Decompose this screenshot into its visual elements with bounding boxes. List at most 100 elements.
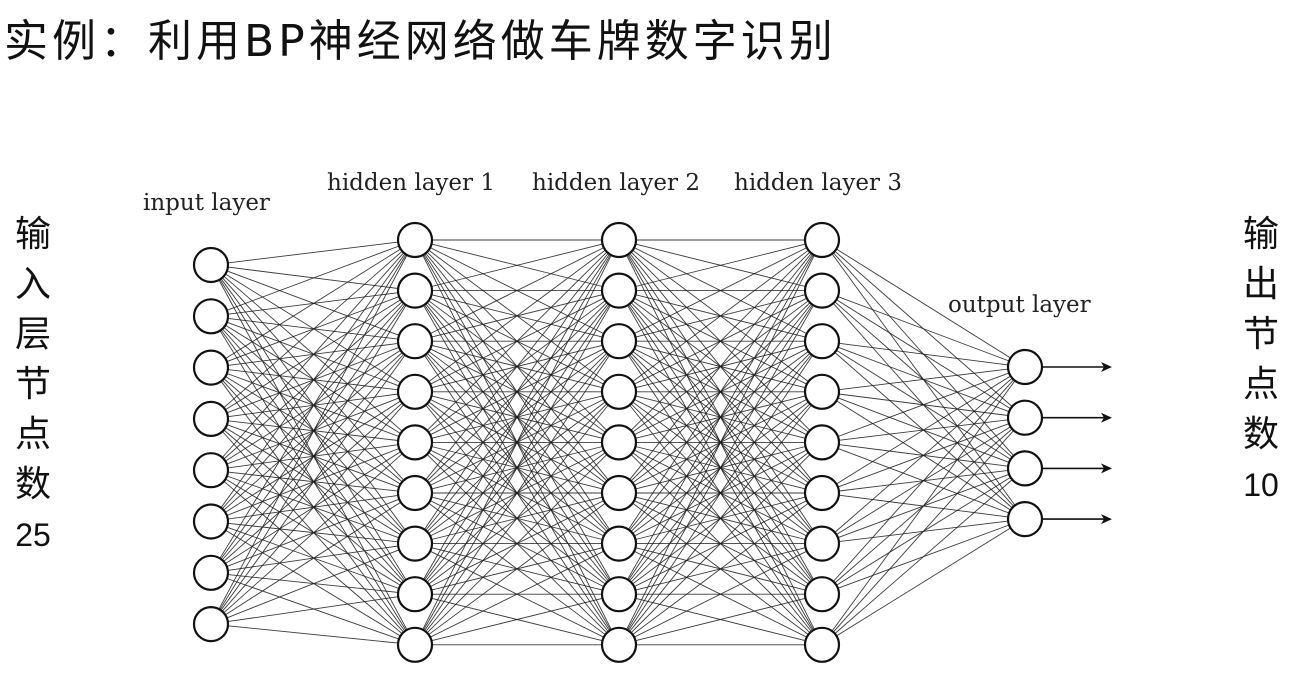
output-layer-label: output layer	[948, 292, 1091, 318]
connection-edge	[223, 453, 403, 614]
connection-edge	[838, 342, 1009, 366]
connection-edge	[627, 254, 814, 580]
output-arrow-head	[1101, 514, 1112, 525]
output-neuron	[1006, 348, 1044, 386]
output-node-count-label: 输 出 节 点 数 10	[1238, 210, 1284, 510]
hidden-neuron	[396, 373, 434, 410]
hidden-neuron	[803, 626, 841, 663]
connection-edge	[633, 550, 808, 638]
input-label-char: 数	[14, 464, 51, 505]
output-label-char: 输	[1242, 214, 1279, 255]
layer-labels: input layer hidden layer 1 hidden layer …	[143, 170, 1091, 318]
hidden-neuron	[396, 272, 434, 309]
connection-edge	[838, 368, 1009, 391]
input-layer-label: input layer	[143, 190, 270, 216]
hidden-neuron	[396, 474, 434, 512]
connection-edge	[632, 502, 809, 635]
connection-edge	[627, 305, 814, 631]
input-neuron	[192, 554, 230, 591]
connection-edge	[430, 247, 604, 335]
input-label-char: 入	[14, 264, 51, 305]
connection-edge	[633, 247, 808, 335]
connection-edge	[423, 305, 611, 631]
connection-edge	[428, 502, 606, 636]
connection-edge	[225, 248, 401, 359]
connection-edge	[227, 625, 399, 644]
connection-edge	[424, 253, 610, 530]
connection-edge	[221, 404, 405, 612]
output-neuron	[1006, 500, 1044, 538]
connection-edge	[431, 597, 603, 642]
connection-edge	[834, 377, 1013, 533]
connection-edge	[226, 549, 400, 619]
connection-edge	[426, 454, 608, 634]
connection-edge	[832, 379, 1015, 582]
hidden-neuron	[803, 525, 841, 562]
output-node-count: 10	[1243, 467, 1279, 503]
input-neuron	[192, 400, 230, 437]
connection-edge	[221, 252, 405, 458]
connection-edge	[629, 253, 812, 480]
connection-edge	[227, 241, 399, 264]
connection-edge	[220, 354, 406, 611]
hidden-neuron	[803, 323, 841, 360]
hidden-neuron	[396, 323, 434, 360]
connection-edge	[223, 250, 403, 409]
input-neuron	[192, 298, 230, 335]
input-neuron	[192, 246, 230, 284]
output-label-char: 出	[1242, 264, 1279, 305]
hidden-neuron	[396, 424, 434, 461]
output-arrow-head	[1101, 362, 1112, 372]
connection-edge	[626, 254, 815, 630]
connection-edges	[218, 239, 1016, 646]
connection-edge	[226, 245, 400, 311]
input-neuron	[192, 349, 230, 386]
connection-edge	[837, 372, 1010, 437]
connection-edge	[834, 479, 1013, 634]
connection-edge	[628, 355, 813, 631]
input-neuron	[192, 605, 230, 643]
output-label-char: 数	[1242, 414, 1279, 455]
connection-edge	[424, 355, 610, 631]
output-arrow-head	[1101, 463, 1112, 474]
connection-edge	[831, 380, 1016, 632]
output-neuron	[1006, 450, 1044, 487]
input-label-char: 输	[14, 214, 51, 255]
connection-edge	[426, 251, 608, 431]
output-label-char: 节	[1242, 314, 1279, 355]
connection-edge	[425, 252, 609, 481]
input-node-count: 25	[15, 517, 51, 553]
input-neuron	[192, 452, 230, 489]
connection-edge	[422, 254, 612, 630]
connection-edge	[832, 430, 1015, 633]
hidden-layer-2-label: hidden layer 2	[532, 170, 700, 196]
connection-edge	[219, 304, 407, 610]
input-label-char: 节	[14, 364, 51, 405]
connection-edge	[630, 251, 811, 431]
hidden-neuron	[396, 525, 434, 562]
input-node-count-label: 输 入 层 节 点 数 25	[10, 210, 56, 560]
input-label-char: 层	[14, 314, 51, 355]
hidden-neuron	[600, 474, 638, 512]
hidden-neuron	[803, 272, 841, 309]
hidden-neuron	[600, 373, 638, 410]
connection-edge	[218, 254, 408, 610]
hidden-neuron	[600, 626, 638, 663]
hidden-neuron	[600, 221, 638, 259]
connection-edge	[837, 296, 1010, 362]
hidden-neuron	[600, 576, 638, 613]
connection-edge	[629, 404, 812, 632]
hidden-neuron	[600, 424, 638, 461]
output-arrows	[1042, 362, 1112, 525]
connection-edge	[836, 527, 1011, 637]
connection-edge	[430, 550, 604, 638]
connection-edge	[225, 501, 401, 616]
connection-edge	[628, 253, 813, 530]
page-title: 实例：利用BP神经网络做车牌数字识别	[4, 16, 837, 67]
input-label-char: 点	[14, 414, 51, 455]
output-arrow-head	[1101, 412, 1112, 423]
hidden-layer-3-label: hidden layer 3	[734, 170, 902, 196]
hidden-neuron	[803, 373, 841, 410]
hidden-layer-1-label: hidden layer 1	[327, 170, 495, 196]
